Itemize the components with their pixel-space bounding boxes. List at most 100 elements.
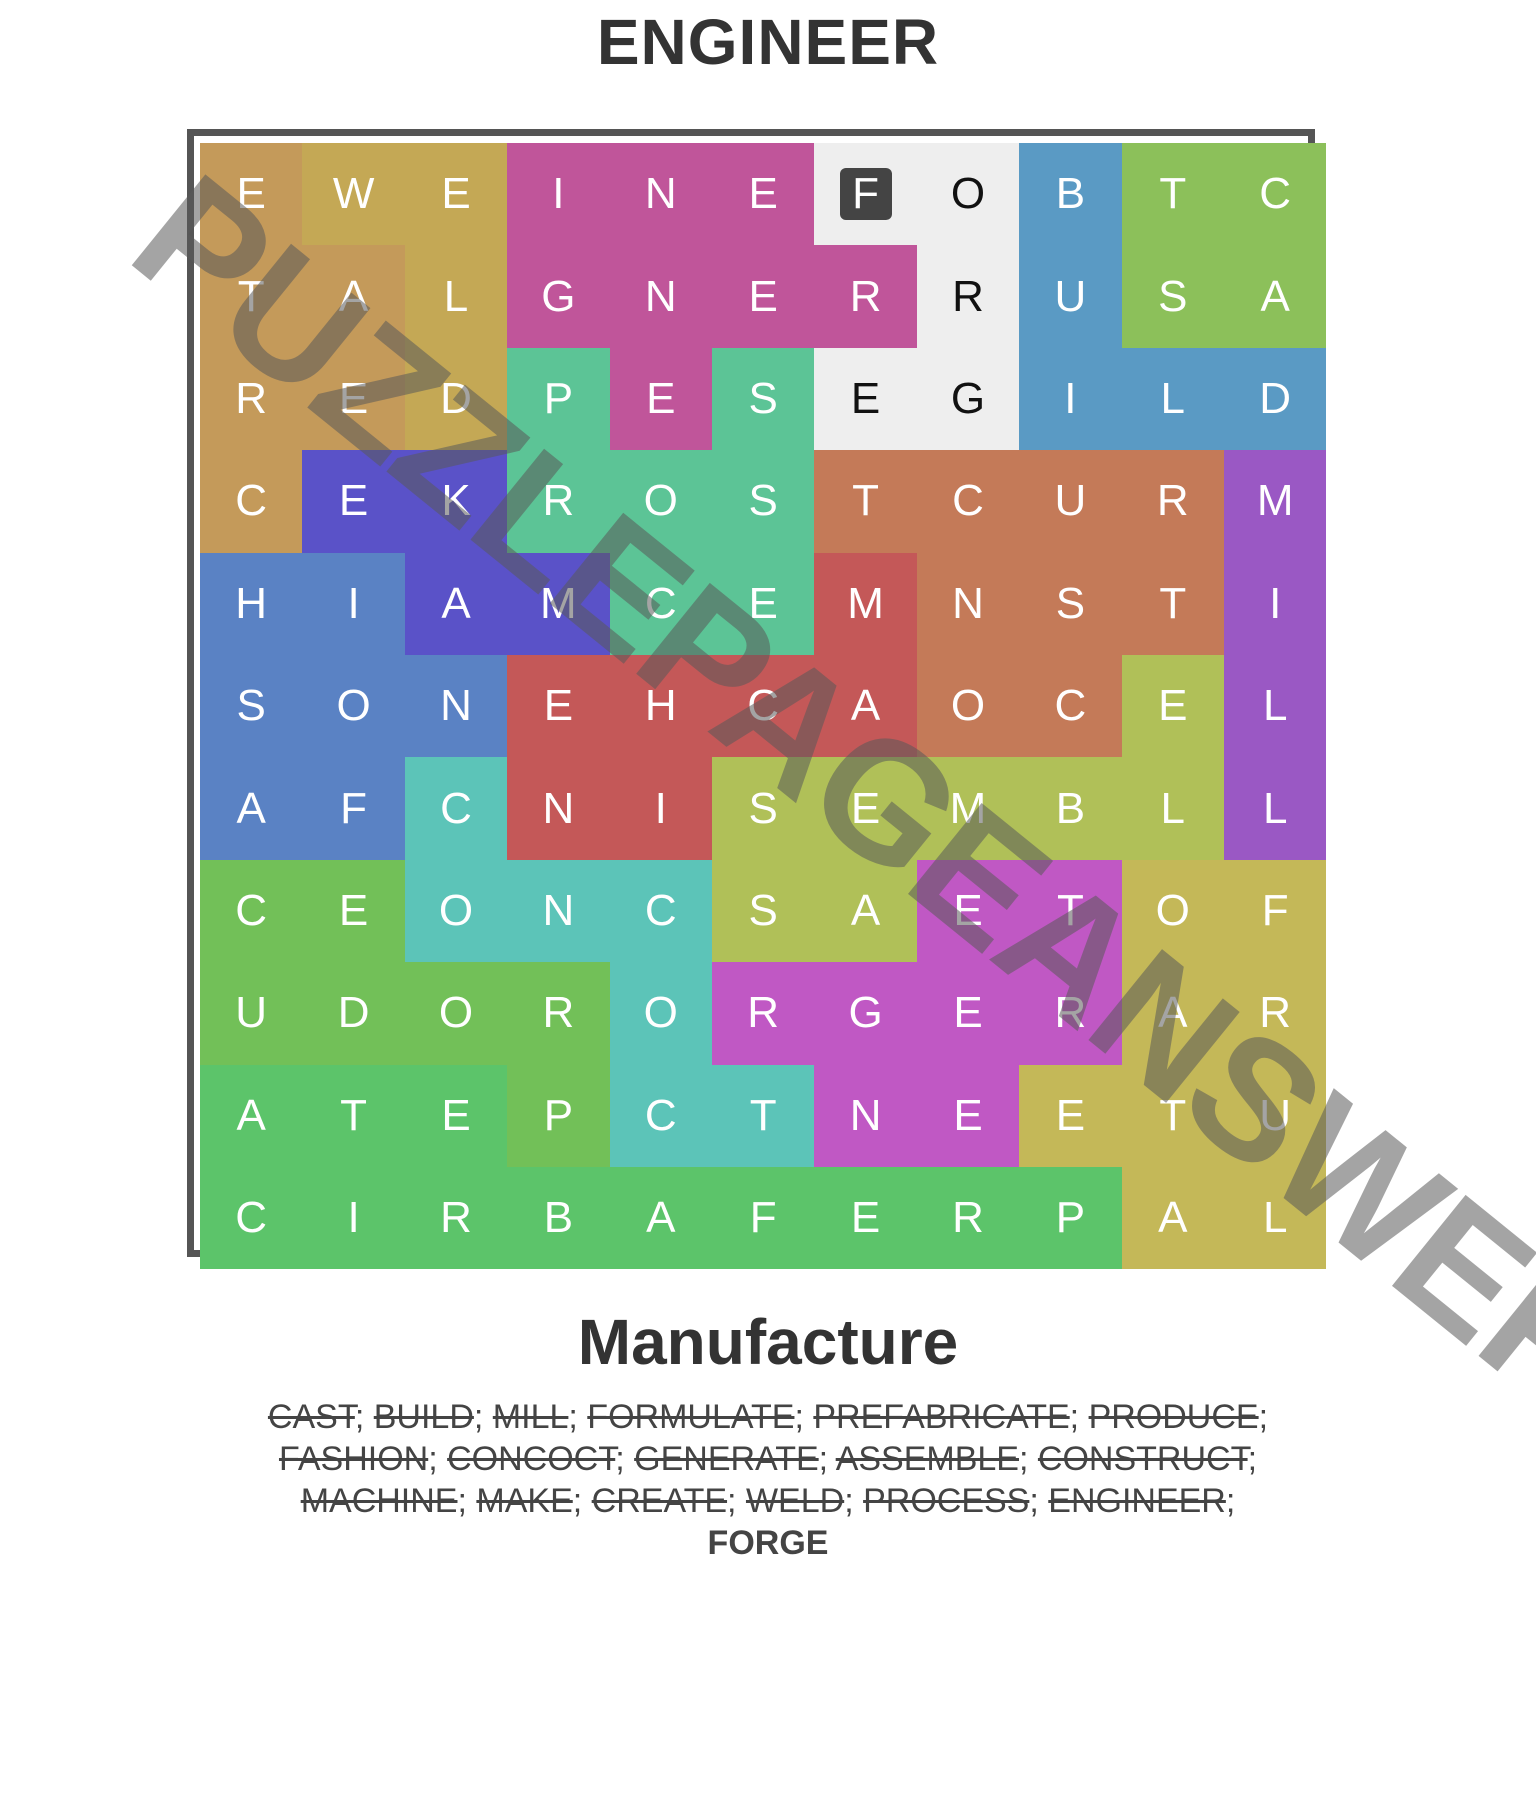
grid-cell[interactable]: O: [1121, 859, 1224, 963]
grid-cell[interactable]: A: [404, 552, 508, 655]
grid-cell[interactable]: N: [609, 245, 712, 348]
grid-cell[interactable]: S: [712, 450, 815, 553]
grid-cell[interactable]: U: [200, 962, 303, 1065]
grid-cell[interactable]: E: [814, 1167, 917, 1270]
grid-cell[interactable]: C: [200, 450, 303, 553]
grid-cell[interactable]: S: [712, 757, 815, 860]
grid-cell[interactable]: I: [507, 143, 610, 246]
grid-cell[interactable]: F: [1224, 859, 1327, 963]
grid-cell[interactable]: C: [609, 1064, 712, 1167]
grid-cell[interactable]: A: [609, 1167, 712, 1270]
grid-cell[interactable]: L: [1121, 347, 1224, 451]
grid-cell[interactable]: I: [609, 757, 712, 860]
grid-cell[interactable]: R: [712, 962, 815, 1065]
grid-cell[interactable]: E: [609, 347, 712, 451]
grid-cell[interactable]: L: [1224, 655, 1327, 758]
grid-cell[interactable]: T: [1121, 552, 1224, 655]
grid-cell[interactable]: E: [302, 859, 405, 963]
grid-cell[interactable]: O: [916, 655, 1020, 758]
grid-cell[interactable]: E: [404, 143, 508, 246]
grid-cell[interactable]: R: [1224, 962, 1327, 1065]
grid-cell[interactable]: E: [302, 347, 405, 451]
grid-cell[interactable]: S: [200, 655, 303, 758]
grid-cell[interactable]: D: [1224, 347, 1327, 451]
grid-cell[interactable]: R: [507, 962, 610, 1065]
grid-cell[interactable]: M: [916, 757, 1020, 860]
grid-cell[interactable]: P: [507, 347, 610, 451]
grid-cell[interactable]: O: [609, 962, 712, 1065]
grid-cell[interactable]: E: [814, 757, 917, 860]
grid-cell[interactable]: T: [1121, 143, 1224, 246]
grid-cell[interactable]: G: [916, 347, 1020, 451]
grid-cell[interactable]: E: [200, 143, 303, 246]
grid-cell[interactable]: O: [916, 143, 1020, 246]
grid-cell[interactable]: B: [1019, 143, 1122, 246]
grid-cell[interactable]: P: [1019, 1167, 1122, 1270]
grid-cell[interactable]: A: [1121, 1167, 1224, 1270]
grid-cell[interactable]: U: [1019, 245, 1122, 348]
grid-cell[interactable]: A: [200, 1064, 303, 1167]
grid-cell[interactable]: C: [609, 859, 712, 963]
grid-cell[interactable]: T: [1019, 859, 1122, 963]
grid-cell[interactable]: H: [200, 552, 303, 655]
grid-cell[interactable]: C: [1224, 143, 1327, 246]
grid-cell[interactable]: L: [1121, 757, 1224, 860]
grid-cell[interactable]: E: [916, 859, 1020, 963]
grid-cell[interactable]: G: [814, 962, 917, 1065]
grid-cell[interactable]: T: [1121, 1064, 1224, 1167]
grid-cell[interactable]: R: [404, 1167, 508, 1270]
grid-cell[interactable]: M: [507, 552, 610, 655]
grid-cell[interactable]: E: [1121, 655, 1224, 758]
grid-cell[interactable]: B: [507, 1167, 610, 1270]
grid-cell[interactable]: R: [507, 450, 610, 553]
grid-cell[interactable]: R: [200, 347, 303, 451]
grid-cell[interactable]: C: [712, 655, 815, 758]
grid-cell[interactable]: I: [1019, 347, 1122, 451]
grid-cell[interactable]: I: [302, 1167, 405, 1270]
grid-cell[interactable]: E: [404, 1064, 508, 1167]
grid-cell[interactable]: T: [814, 450, 917, 553]
grid-cell[interactable]: F: [712, 1167, 815, 1270]
grid-cell[interactable]: N: [916, 552, 1020, 655]
grid-cell[interactable]: M: [814, 552, 917, 655]
grid-cell[interactable]: E: [712, 245, 815, 348]
grid-cell[interactable]: D: [302, 962, 405, 1065]
grid-cell[interactable]: W: [302, 143, 405, 246]
grid-cell[interactable]: E: [302, 450, 405, 553]
grid-cell[interactable]: T: [302, 1064, 405, 1167]
grid-cell[interactable]: R: [916, 245, 1020, 348]
grid-cell[interactable]: R: [1121, 450, 1224, 553]
grid-cell[interactable]: E: [916, 962, 1020, 1065]
grid-cell[interactable]: E: [507, 655, 610, 758]
grid-cell[interactable]: C: [200, 859, 303, 963]
grid-cell[interactable]: F: [814, 143, 917, 246]
grid-cell[interactable]: S: [712, 859, 815, 963]
grid-cell[interactable]: N: [814, 1064, 917, 1167]
grid-cell[interactable]: T: [712, 1064, 815, 1167]
grid-cell[interactable]: S: [712, 347, 815, 451]
grid-cell[interactable]: E: [712, 143, 815, 246]
grid-cell[interactable]: F: [302, 757, 405, 860]
grid-cell[interactable]: S: [1019, 552, 1122, 655]
grid-cell[interactable]: A: [200, 757, 303, 860]
grid-cell[interactable]: L: [1224, 1167, 1327, 1270]
grid-cell[interactable]: K: [404, 450, 508, 553]
grid-cell[interactable]: N: [404, 655, 508, 758]
grid-cell[interactable]: N: [507, 859, 610, 963]
grid-cell[interactable]: A: [1224, 245, 1327, 348]
grid-cell[interactable]: U: [1019, 450, 1122, 553]
grid-cell[interactable]: O: [404, 859, 508, 963]
grid-cell[interactable]: E: [712, 552, 815, 655]
grid-cell[interactable]: E: [1019, 1064, 1122, 1167]
grid-cell[interactable]: L: [1224, 757, 1327, 860]
grid-cell[interactable]: R: [916, 1167, 1020, 1270]
grid-cell[interactable]: O: [302, 655, 405, 758]
grid-cell[interactable]: S: [1121, 245, 1224, 348]
grid-cell[interactable]: T: [200, 245, 303, 348]
grid-cell[interactable]: N: [609, 143, 712, 246]
grid-cell[interactable]: C: [1019, 655, 1122, 758]
grid-cell[interactable]: I: [302, 552, 405, 655]
grid-cell[interactable]: E: [814, 347, 917, 451]
grid-cell[interactable]: C: [609, 552, 712, 655]
grid-cell[interactable]: C: [200, 1167, 303, 1270]
